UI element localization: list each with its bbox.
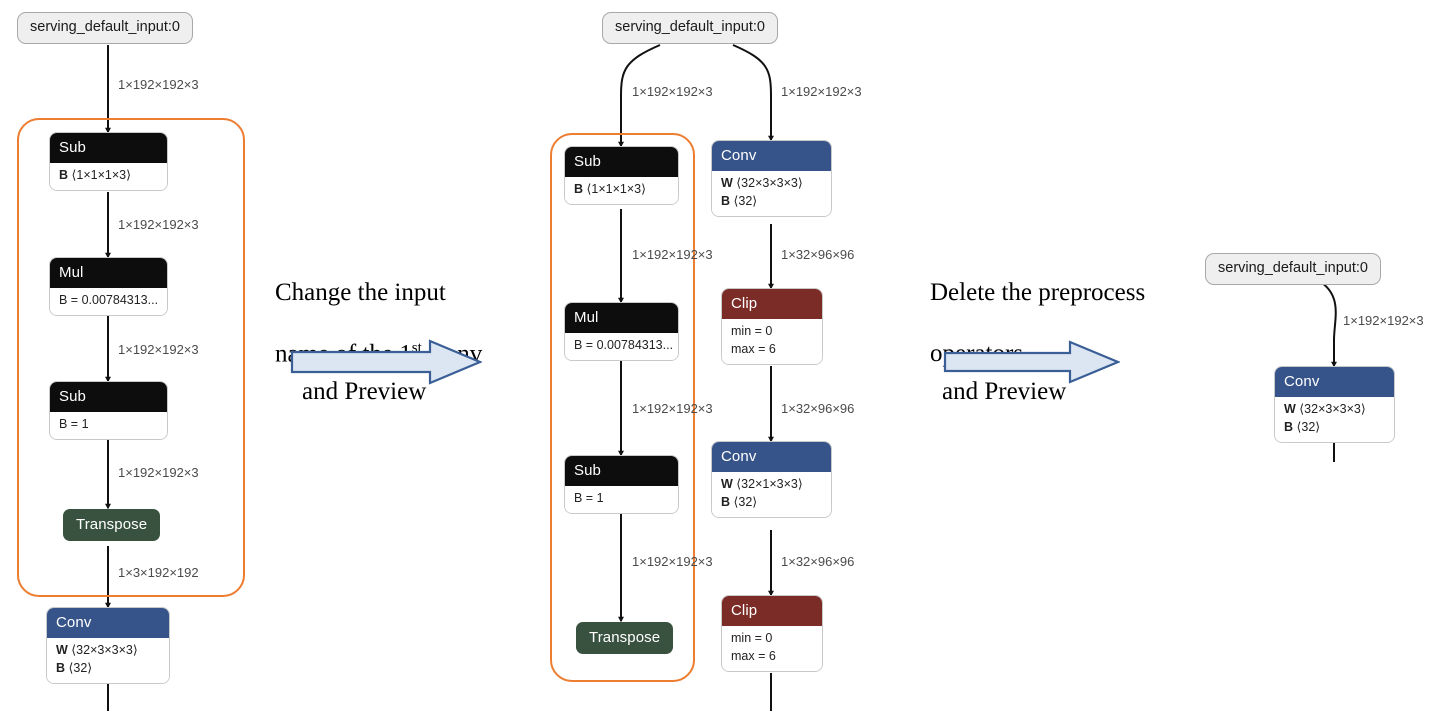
node-title: Sub bbox=[50, 382, 167, 412]
stage2-node-conv-1[interactable]: Conv W ⟨32×3×3×3⟩ B ⟨32⟩ bbox=[712, 141, 831, 216]
stage2-node-clip-2[interactable]: Clip min = 0 max = 6 bbox=[722, 596, 822, 671]
stage2-selection-group[interactable] bbox=[550, 133, 695, 682]
node-attr-row: min = 0 bbox=[731, 324, 773, 338]
node-title: Conv bbox=[1275, 367, 1394, 397]
edge-s2-split-right bbox=[732, 44, 774, 142]
node-attr-value: ⟨32⟩ bbox=[733, 494, 758, 509]
stage2-node-sub-1[interactable]: Sub B ⟨1×1×1×3⟩ bbox=[565, 147, 678, 204]
node-body: min = 0 max = 6 bbox=[722, 319, 822, 364]
node-attr-key: W bbox=[1284, 402, 1296, 416]
node-title: Sub bbox=[565, 456, 678, 486]
node-body: W ⟨32×1×3×3⟩ B ⟨32⟩ bbox=[712, 472, 831, 517]
stage2-node-sub-2[interactable]: Sub B = 1 bbox=[565, 456, 678, 513]
stage1-node-mul[interactable]: Mul B = 0.00784313... bbox=[50, 258, 167, 315]
node-title: Sub bbox=[50, 133, 167, 163]
node-attr-key: B bbox=[574, 182, 584, 196]
node-body: min = 0 max = 6 bbox=[722, 626, 822, 671]
stage2-node-clip-1[interactable]: Clip min = 0 max = 6 bbox=[722, 289, 822, 364]
stage1-edge-label-2: 1×192×192×3 bbox=[118, 342, 199, 357]
node-attr-key: B bbox=[56, 660, 66, 675]
node-attr-value: ⟨32×3×3×3⟩ bbox=[1299, 402, 1366, 416]
stage2-left-edge-label-3: 1×192×192×3 bbox=[632, 554, 713, 569]
node-attr-row: max = 6 bbox=[731, 341, 776, 356]
stage2-node-mul[interactable]: Mul B = 0.00784313... bbox=[565, 303, 678, 360]
annotation-1-ordinal: st bbox=[411, 339, 422, 356]
stage2-right-edge-label-3: 1×32×96×96 bbox=[781, 554, 855, 569]
node-title: Clip bbox=[722, 596, 822, 626]
node-attr-key: W bbox=[56, 643, 68, 657]
node-attr-key: B bbox=[59, 168, 69, 182]
annotation-1-arrow-icon bbox=[290, 339, 482, 385]
annotation-2-subtext: and Preview bbox=[942, 378, 1067, 405]
stage1-edge-label-3: 1×192×192×3 bbox=[118, 465, 199, 480]
node-attr-value: ⟨32⟩ bbox=[1296, 419, 1321, 434]
node-attr-row: B = 0.00784313... bbox=[59, 293, 159, 307]
node-attr-value: ⟨32×3×3×3⟩ bbox=[736, 176, 803, 190]
node-title: Sub bbox=[565, 147, 678, 177]
stage2-left-edge-label-2: 1×192×192×3 bbox=[632, 401, 713, 416]
node-attr-key: B bbox=[721, 494, 731, 509]
node-title: Mul bbox=[50, 258, 167, 288]
node-attr-key: B bbox=[721, 193, 731, 208]
node-title: Conv bbox=[47, 608, 169, 638]
stage1-edge-label-1: 1×192×192×3 bbox=[118, 217, 199, 232]
stage1-input-node[interactable]: serving_default_input:0 bbox=[17, 12, 193, 44]
stage1-edge-label-4: 1×3×192×192 bbox=[118, 565, 199, 580]
node-body: B = 0.00784313... bbox=[565, 333, 678, 360]
edge-s3-0 bbox=[1311, 276, 1337, 368]
stage2-right-edge-label-0: 1×192×192×3 bbox=[781, 84, 862, 99]
node-attr-value: ⟨1×1×1×3⟩ bbox=[71, 168, 131, 182]
stage1-node-transpose[interactable]: Transpose bbox=[63, 509, 161, 541]
node-attr-key: B bbox=[1284, 419, 1294, 434]
stage1-node-conv[interactable]: Conv W ⟨32×3×3×3⟩ B ⟨32⟩ bbox=[47, 608, 169, 683]
stage2-input-node[interactable]: serving_default_input:0 bbox=[602, 12, 778, 44]
stage1-selection-group[interactable] bbox=[17, 118, 245, 597]
stage1-node-sub-1[interactable]: Sub B ⟨1×1×1×3⟩ bbox=[50, 133, 167, 190]
node-title: Clip bbox=[722, 289, 822, 319]
node-attr-value: ⟨32⟩ bbox=[68, 660, 93, 675]
stage2-node-transpose[interactable]: Transpose bbox=[576, 622, 674, 654]
node-body: B = 1 bbox=[565, 486, 678, 513]
node-body: B = 1 bbox=[50, 412, 167, 439]
stage2-left-edge-label-1: 1×192×192×3 bbox=[632, 247, 713, 262]
node-body: B ⟨1×1×1×3⟩ bbox=[50, 163, 167, 190]
node-body: B ⟨1×1×1×3⟩ bbox=[565, 177, 678, 204]
annotation-2-line1: Delete the preprocess bbox=[930, 278, 1146, 306]
stage2-right-edge-label-2: 1×32×96×96 bbox=[781, 401, 855, 416]
node-attr-row: min = 0 bbox=[731, 631, 773, 645]
node-attr-row: B = 1 bbox=[574, 491, 604, 505]
node-attr-value: ⟨1×1×1×3⟩ bbox=[586, 182, 646, 196]
node-attr-value: ⟨32×3×3×3⟩ bbox=[71, 643, 138, 657]
node-body: W ⟨32×3×3×3⟩ B ⟨32⟩ bbox=[1275, 397, 1394, 442]
node-attr-row: max = 6 bbox=[731, 648, 776, 663]
node-attr-row: B = 1 bbox=[59, 417, 89, 431]
stage2-node-conv-2[interactable]: Conv W ⟨32×1×3×3⟩ B ⟨32⟩ bbox=[712, 442, 831, 517]
node-attr-value: ⟨32×1×3×3⟩ bbox=[736, 477, 803, 491]
node-title: Conv bbox=[712, 442, 831, 472]
node-title: Transpose bbox=[63, 509, 161, 541]
stage1-edge-label-0: 1×192×192×3 bbox=[118, 77, 199, 92]
stage2-right-edge-label-1: 1×32×96×96 bbox=[781, 247, 855, 262]
node-attr-key: W bbox=[721, 477, 733, 491]
annotation-1-line1: Change the input bbox=[275, 278, 446, 306]
node-attr-key: W bbox=[721, 176, 733, 190]
node-body: W ⟨32×3×3×3⟩ B ⟨32⟩ bbox=[712, 171, 831, 216]
stage3-input-node[interactable]: serving_default_input:0 bbox=[1205, 253, 1381, 285]
stage3-node-conv[interactable]: Conv W ⟨32×3×3×3⟩ B ⟨32⟩ bbox=[1275, 367, 1394, 442]
stage2-left-edge-label-0: 1×192×192×3 bbox=[632, 84, 713, 99]
node-body: W ⟨32×3×3×3⟩ B ⟨32⟩ bbox=[47, 638, 169, 683]
node-title: Conv bbox=[712, 141, 831, 171]
node-body: B = 0.00784313... bbox=[50, 288, 167, 315]
node-attr-row: B = 0.00784313... bbox=[574, 338, 674, 352]
node-title: Mul bbox=[565, 303, 678, 333]
node-attr-value: ⟨32⟩ bbox=[733, 193, 758, 208]
annotation-2-arrow-icon bbox=[943, 340, 1120, 384]
stage1-node-sub-2[interactable]: Sub B = 1 bbox=[50, 382, 167, 439]
annotation-1-subtext: and Preview bbox=[302, 378, 427, 405]
node-title: Transpose bbox=[576, 622, 674, 654]
stage3-edge-label-0: 1×192×192×3 bbox=[1343, 313, 1424, 328]
